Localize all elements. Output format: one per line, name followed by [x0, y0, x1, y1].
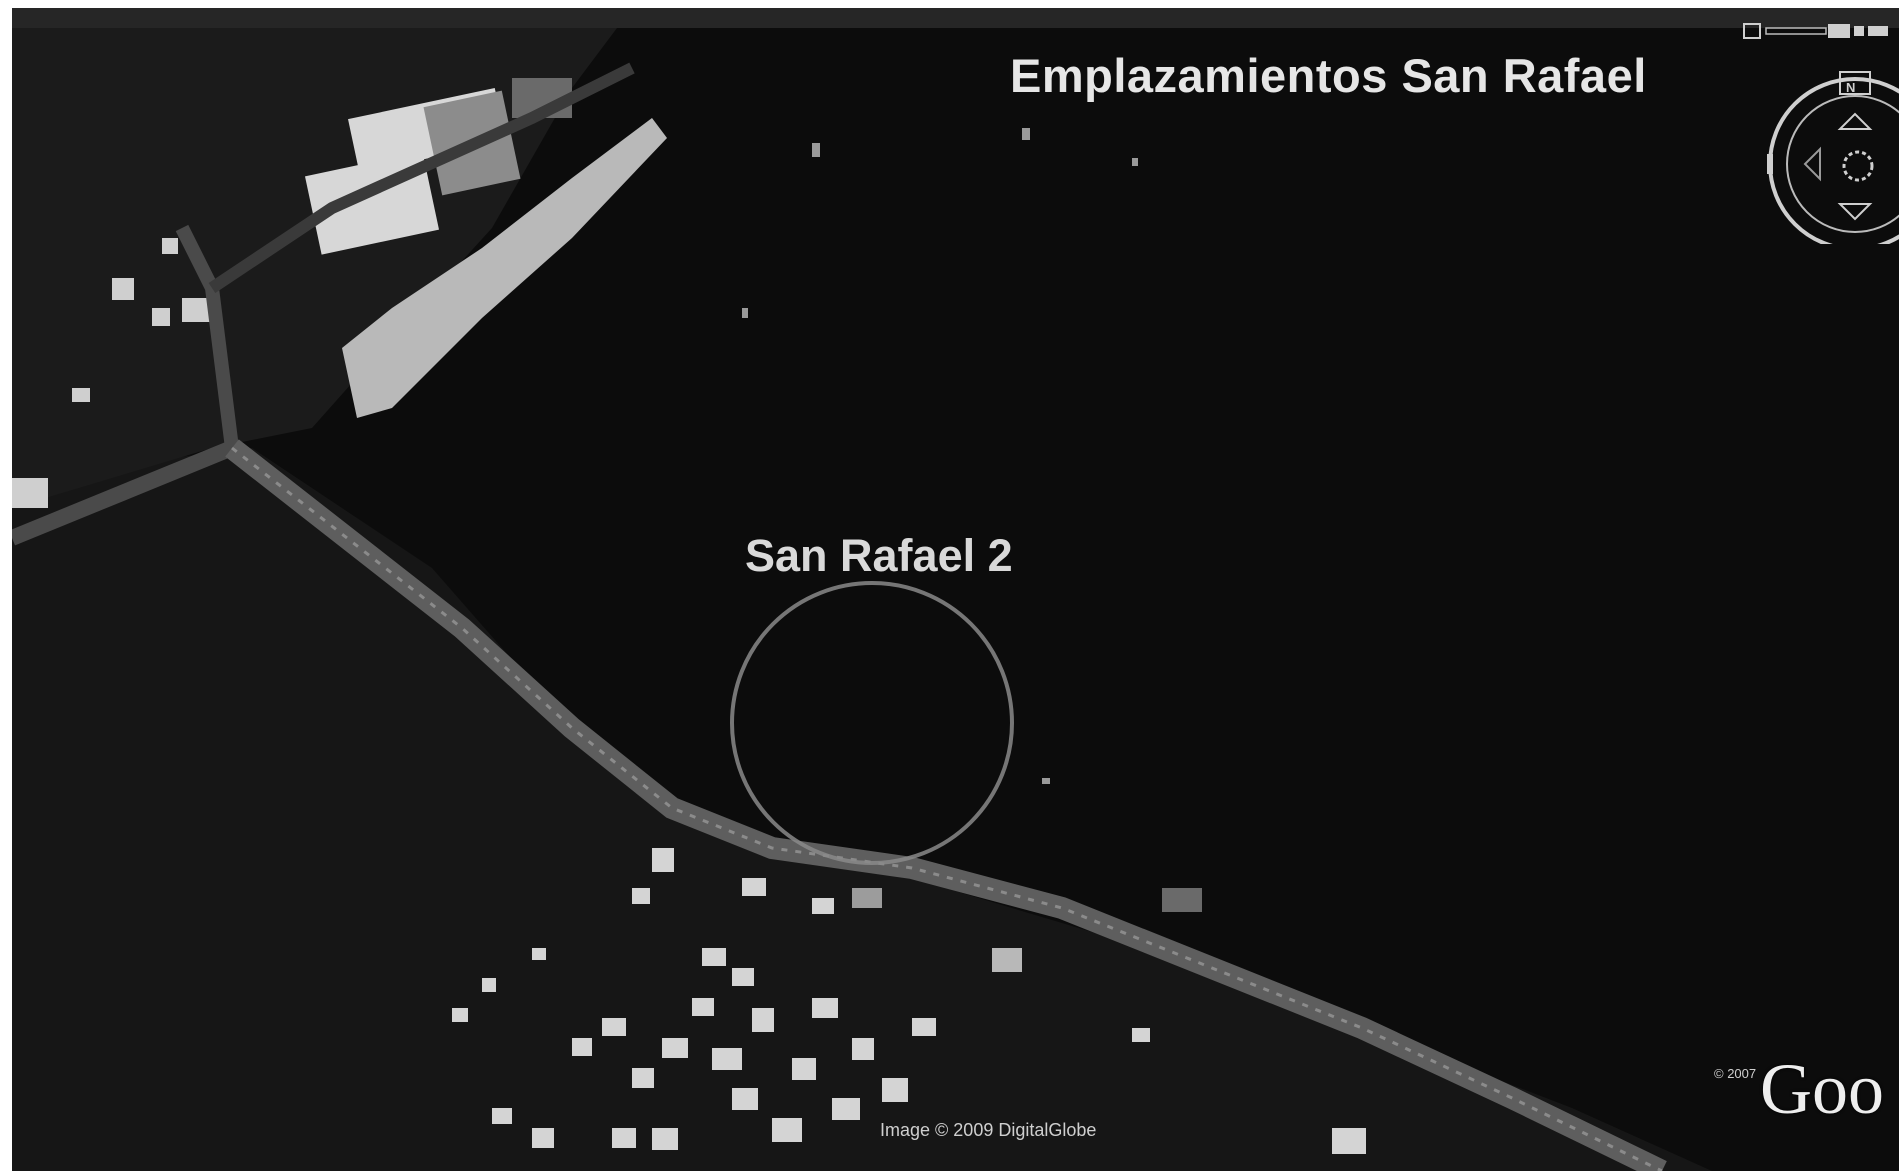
compass-north-label: N	[1846, 80, 1856, 95]
navigation-controls[interactable]	[1740, 14, 1899, 244]
brand-logo: Goo	[1760, 1049, 1884, 1129]
boats	[742, 128, 1202, 912]
imagery-copyright: Image © 2009 DigitalGlobe	[880, 1120, 1097, 1140]
land-southwest	[12, 448, 1712, 1171]
zoom-slider-icon[interactable]	[1743, 23, 1888, 39]
compass-icon[interactable]	[1767, 71, 1899, 244]
road-junction-west	[12, 440, 236, 546]
map-title: Emplazamientos San Rafael	[1010, 49, 1647, 102]
tilt-up-icon[interactable]	[1837, 112, 1873, 130]
site-label-san-rafael-2: San Rafael 2	[745, 530, 1013, 581]
pier	[342, 118, 667, 418]
tilt-down-icon[interactable]	[1837, 203, 1873, 221]
pan-left-icon[interactable]	[1803, 146, 1821, 182]
town-buildings	[452, 848, 1366, 1154]
look-around-icon[interactable]	[1842, 150, 1874, 182]
site-circle	[730, 581, 1014, 865]
terrain-imagery	[12, 8, 1899, 1171]
houses-left	[12, 238, 210, 508]
copyright-year: © 2007	[1714, 1066, 1757, 1081]
road-to-pier	[208, 62, 635, 293]
satellite-map[interactable]: Emplazamientos San Rafael San Rafael 2 N…	[12, 8, 1899, 1171]
